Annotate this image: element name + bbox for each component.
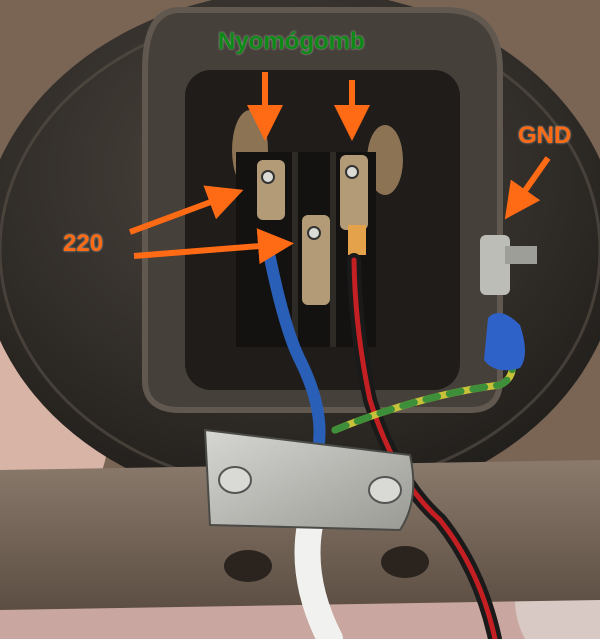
terminal-middle (302, 215, 330, 305)
terminal-divider-1 (292, 152, 298, 347)
bracket-hole-left (224, 550, 272, 582)
wire-yellow-green-stripe (331, 356, 516, 434)
ground-lug-blue (484, 312, 525, 371)
arrow-220-upper (128, 185, 244, 235)
wire-blue (264, 252, 326, 456)
arrow-ground (504, 156, 551, 220)
ground-bolt (480, 235, 537, 295)
arrow-220-lower (133, 228, 294, 265)
label-push-button: Nyomógomb (218, 28, 365, 55)
bracket-hole-right (381, 546, 429, 578)
label-ground: GND (518, 122, 572, 149)
terminal-top-left (257, 160, 285, 220)
terminal-divider-2 (330, 152, 336, 347)
terminal-top-right (340, 155, 368, 255)
label-mains-voltage: 220 (63, 230, 104, 257)
cable-clamp (203, 428, 415, 532)
cable-white (294, 512, 343, 639)
